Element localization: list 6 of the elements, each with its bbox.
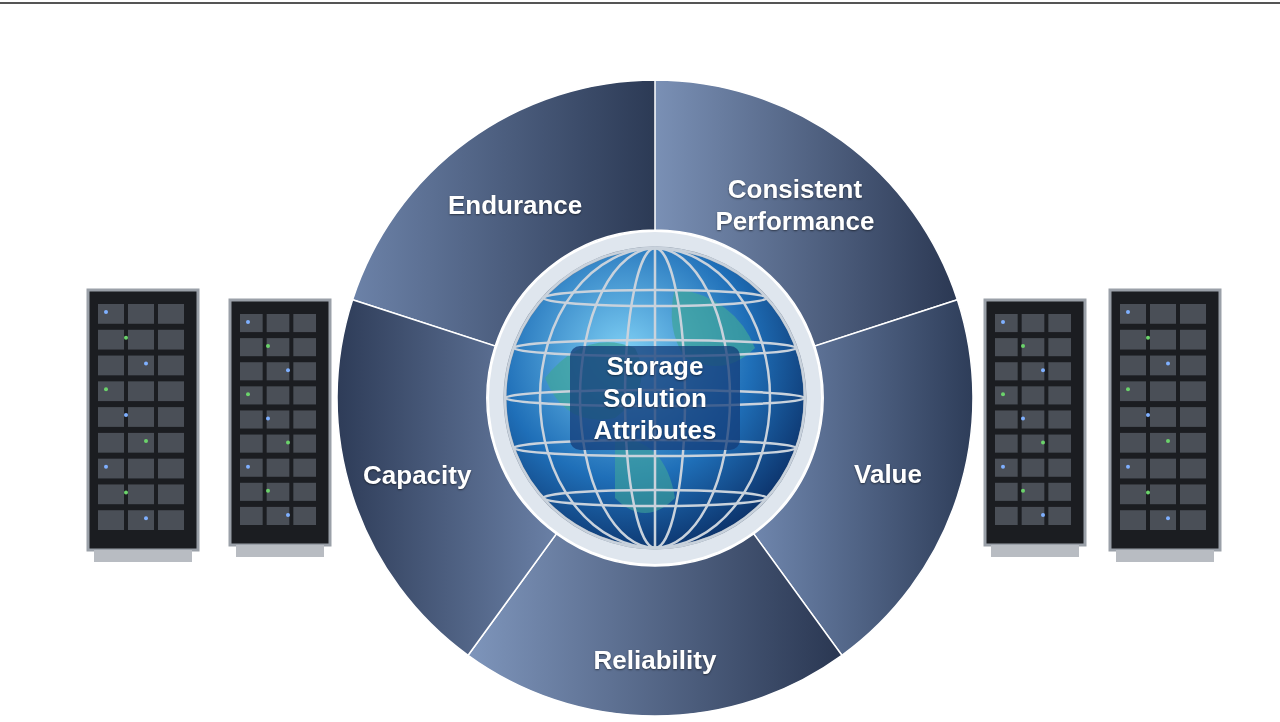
- segment-label: Consistent Performance: [714, 173, 876, 238]
- segment-label: Capacity: [362, 459, 473, 492]
- segment-label: Endurance: [446, 189, 584, 222]
- center-label: Storage Solution Attributes: [570, 346, 740, 450]
- segment-label: Value: [853, 457, 923, 490]
- segment-label: Reliability: [592, 644, 718, 676]
